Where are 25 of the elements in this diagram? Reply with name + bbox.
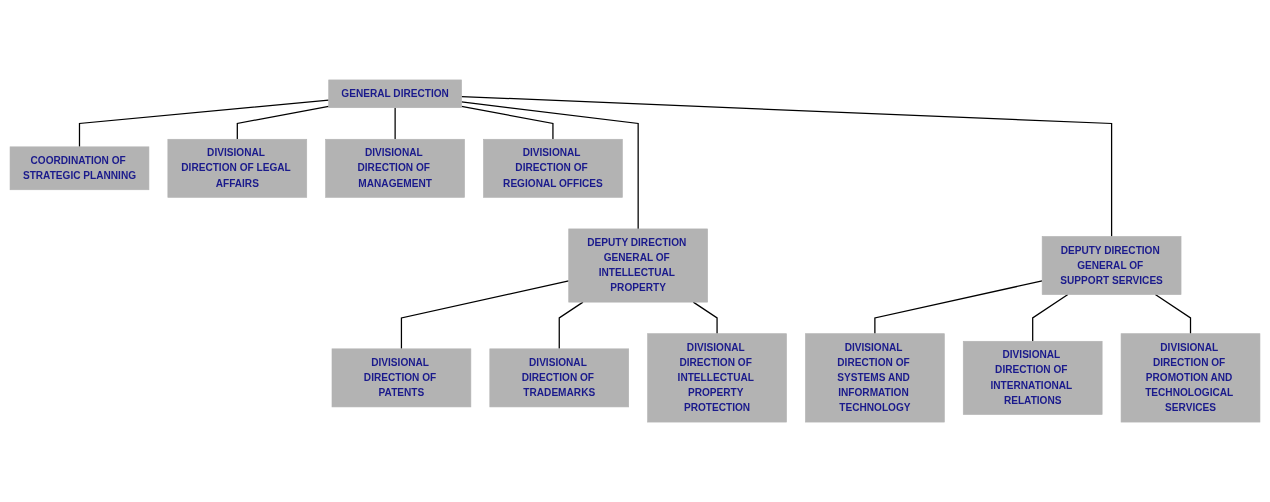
node-box: DIVISIONAL DIRECTION OF REGIONAL OFFICES xyxy=(483,138,623,198)
connector xyxy=(558,301,584,350)
node-box: DIVISIONAL DIRECTION OF INTERNATIONAL RELATIONS xyxy=(962,340,1103,415)
node-box: DEPUTY DIRECTION GENERAL OF SUPPORT SERVICES xyxy=(1041,236,1182,295)
connector xyxy=(1154,293,1192,335)
connector xyxy=(874,280,1043,335)
connector xyxy=(236,105,330,140)
node-box: DIVISIONAL DIRECTION OF PROMOTION AND TECHNOLOGICAL SERVICES xyxy=(1120,333,1261,423)
connector xyxy=(1032,293,1069,342)
connector xyxy=(394,107,396,140)
node-box: DIVISIONAL DIRECTION OF TRADEMARKS xyxy=(489,348,629,408)
node-box: DIVISIONAL DIRECTION OF MANAGEMENT xyxy=(325,138,465,198)
connector xyxy=(692,301,718,335)
node-box: DIVISIONAL DIRECTION OF LEGAL AFFAIRS xyxy=(167,138,308,198)
connector xyxy=(78,99,330,148)
node-box: GENERAL DIRECTION xyxy=(328,79,462,108)
node-box: DEPUTY DIRECTION GENERAL OF INTELLECTUAL PROPERTY xyxy=(568,228,708,303)
node-box: COORDINATION OF STRATEGIC PLANNING xyxy=(9,146,150,191)
node-box: DIVISIONAL DIRECTION OF SYSTEMS AND INFORMATION TECHNOLOGY xyxy=(805,333,945,423)
connector xyxy=(460,105,554,140)
connector xyxy=(400,280,570,350)
node-box: DIVISIONAL DIRECTION OF INTELLECTUAL PROPERTY PROTECTION xyxy=(647,333,787,423)
connector xyxy=(460,101,639,230)
connector xyxy=(460,95,1113,238)
node-box: DIVISIONAL DIRECTION OF PATENTS xyxy=(331,348,472,408)
